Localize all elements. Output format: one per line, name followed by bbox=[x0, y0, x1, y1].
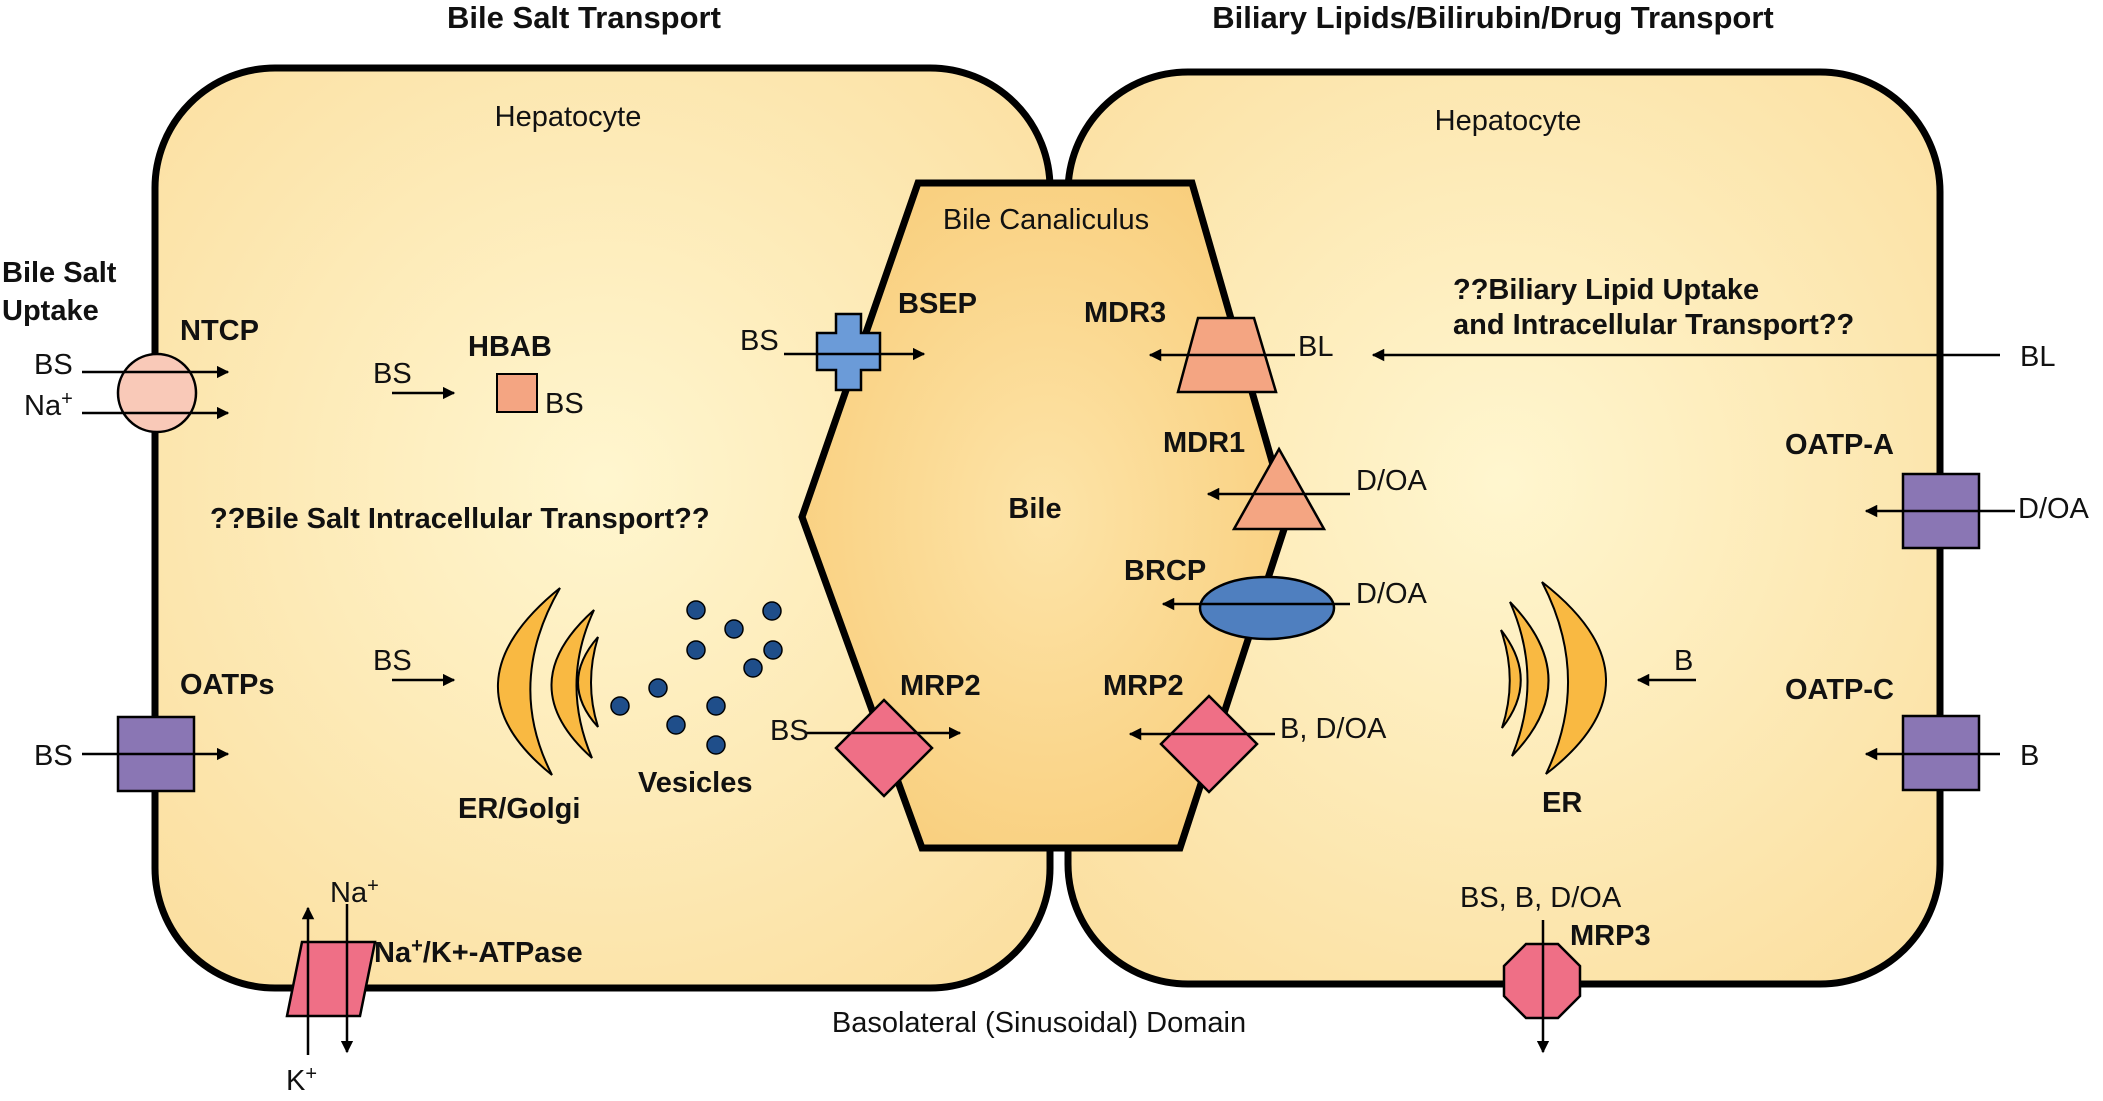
oatps-label: OATPs bbox=[180, 669, 275, 701]
lipid-question-line2: and Intracellular Transport?? bbox=[1453, 309, 1854, 341]
mdr1-label: MDR1 bbox=[1163, 427, 1245, 459]
oatp-a-sub-label: D/OA bbox=[2018, 493, 2090, 525]
bile-label: Bile bbox=[1008, 493, 1061, 525]
vesicle bbox=[706, 696, 726, 716]
er-bs-label: BS bbox=[373, 645, 412, 677]
hbab-label: HBAB bbox=[468, 331, 552, 363]
hbab-bs-in: BS bbox=[373, 358, 412, 390]
golgi-cisterna-1 bbox=[496, 587, 561, 776]
ntcp-bs-label: BS bbox=[34, 349, 73, 381]
cell-label-left: Hepatocyte bbox=[495, 101, 642, 133]
atpase-k-label: K+ bbox=[286, 1063, 317, 1097]
vesicle bbox=[706, 735, 726, 755]
ntcp-na-label: Na+ bbox=[24, 388, 73, 422]
bile-salt-uptake-line2: Uptake bbox=[2, 295, 99, 327]
mrp2-right-label: MRP2 bbox=[1103, 670, 1184, 702]
er-b-label: B bbox=[1674, 645, 1693, 677]
oatp-c-sub-label: B bbox=[2020, 740, 2039, 772]
oatps-bs-label: BS bbox=[34, 740, 73, 772]
golgi-cisterna-2 bbox=[550, 609, 595, 759]
vesicle bbox=[743, 658, 763, 678]
vesicle bbox=[648, 678, 668, 698]
ntcp-label: NTCP bbox=[180, 315, 259, 347]
domain-label: Basolateral (Sinusoidal) Domain bbox=[832, 1007, 1246, 1039]
canaliculus-label: Bile Canaliculus bbox=[943, 204, 1149, 236]
hbab-protein bbox=[496, 373, 538, 413]
brcp-label: BRCP bbox=[1124, 555, 1206, 587]
bsep-bs-label: BS bbox=[740, 325, 779, 357]
vesicle bbox=[666, 715, 686, 735]
er-cisterna-1 bbox=[1541, 581, 1607, 775]
bl-in-label: BL bbox=[2020, 341, 2055, 373]
bile-salt-uptake-line1: Bile Salt bbox=[2, 257, 117, 289]
mrp3-sub-label: BS, B, D/OA bbox=[1460, 882, 1622, 914]
bile-salt-intracellular-question: ??Bile Salt Intracellular Transport?? bbox=[210, 503, 710, 535]
mrp2-right-transporter bbox=[1159, 694, 1259, 794]
vesicle bbox=[686, 600, 706, 620]
atpase-label: Na+/K+-ATPase bbox=[374, 935, 583, 969]
na-k-atpase bbox=[285, 940, 377, 1018]
er-cisterna-2 bbox=[1509, 601, 1550, 757]
mrp2-left-label: MRP2 bbox=[900, 670, 981, 702]
er-label: ER bbox=[1542, 787, 1582, 819]
mrp2-left-bs-label: BS bbox=[770, 715, 809, 747]
er-golgi-label: ER/Golgi bbox=[458, 793, 580, 825]
atpase-na-label: Na+ bbox=[330, 875, 379, 909]
mdr1-sub-label: D/OA bbox=[1356, 465, 1428, 497]
vesicle bbox=[763, 640, 783, 660]
oatp-a-label: OATP-A bbox=[1785, 429, 1894, 461]
mdr3-bl-label: BL bbox=[1298, 331, 1333, 363]
mdr3-label: MDR3 bbox=[1084, 297, 1166, 329]
ntcp-transporter bbox=[116, 352, 198, 434]
mdr1-transporter bbox=[1231, 446, 1327, 531]
vesicle bbox=[762, 601, 782, 621]
er-cisterna-3 bbox=[1500, 629, 1522, 729]
bsep-transporter bbox=[815, 312, 882, 392]
bsep-label: BSEP bbox=[898, 288, 977, 320]
brcp-transporter bbox=[1198, 575, 1336, 641]
vesicle bbox=[724, 619, 744, 639]
cell-label-right: Hepatocyte bbox=[1435, 105, 1582, 137]
vesicle bbox=[610, 696, 630, 716]
title-left: Bile Salt Transport bbox=[447, 0, 721, 35]
hbab-bs-box: BS bbox=[545, 388, 584, 420]
oatp-c-label: OATP-C bbox=[1785, 674, 1894, 706]
lipid-question-line1: ??Biliary Lipid Uptake bbox=[1453, 274, 1759, 306]
brcp-sub-label: D/OA bbox=[1356, 578, 1428, 610]
mrp3-label: MRP3 bbox=[1570, 920, 1651, 952]
golgi-cisterna-3 bbox=[577, 636, 599, 728]
mrp2-right-sub-label: B, D/OA bbox=[1280, 713, 1387, 745]
vesicles-group bbox=[610, 600, 783, 755]
vesicle bbox=[686, 640, 706, 660]
vesicles-label: Vesicles bbox=[638, 767, 753, 799]
title-right: Biliary Lipids/Bilirubin/Drug Transport bbox=[1212, 0, 1774, 35]
